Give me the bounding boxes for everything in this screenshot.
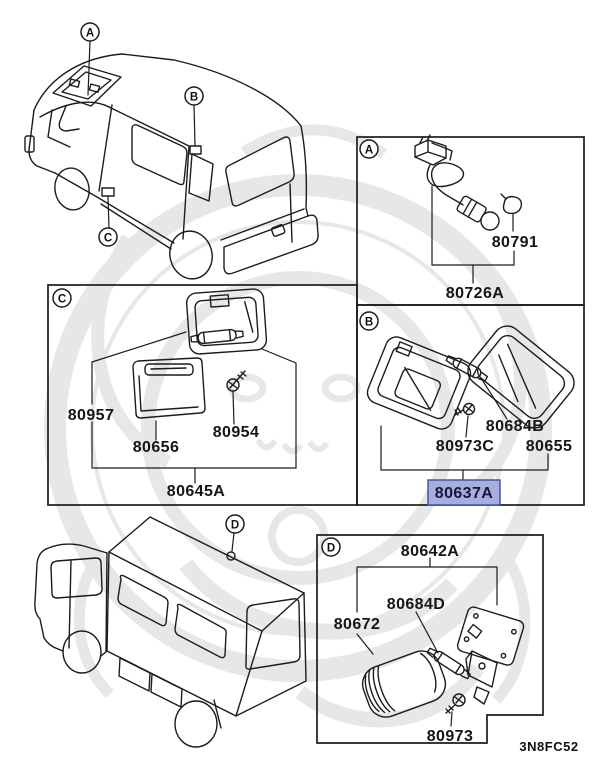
- van-callouts: A B C: [80, 22, 204, 247]
- van-illustration: [24, 53, 319, 280]
- van-callout-c-label: C: [104, 233, 112, 245]
- panel-c-label: C: [58, 294, 66, 306]
- panel-c-part-art: [132, 288, 268, 419]
- van-callout-b-label: B: [190, 92, 198, 104]
- van-callout-b-circle: [184, 86, 204, 106]
- part-label-80656: 80656: [133, 439, 180, 456]
- part-label-80642a: 80642A: [401, 543, 459, 560]
- panel-d-circle: [321, 537, 341, 557]
- panel-d: D: [316, 534, 544, 745]
- truck-callout-d-label: D: [231, 520, 239, 532]
- panel-b-label: B: [365, 317, 373, 329]
- part-label-80954: 80954: [213, 424, 260, 441]
- panel-c: C 80957 80656 80954: [47, 284, 358, 506]
- panel-b-circle: [359, 311, 379, 331]
- panel-a: A 80791 80726A: [356, 134, 585, 306]
- part-label-80645a: 80645A: [167, 483, 225, 500]
- van-callout-a-circle: [80, 22, 100, 42]
- panel-b: B 80684B: [356, 304, 585, 506]
- part-label-80655: 80655: [526, 438, 573, 455]
- part-label-80791: 80791: [492, 234, 539, 251]
- panel-d-part-art: [361, 606, 525, 718]
- truck-callout-d-circle: [225, 514, 245, 534]
- part-label-80684d: 80684D: [387, 596, 445, 613]
- part-label-80973: 80973: [427, 728, 474, 745]
- part-label-80973c: 80973C: [436, 438, 494, 455]
- panel-c-circle: [52, 288, 72, 308]
- panel-a-label: A: [365, 145, 373, 157]
- panel-b-part-art: [366, 325, 575, 430]
- van-callout-a-label: A: [86, 28, 94, 40]
- part-label-80957: 80957: [68, 407, 115, 424]
- panel-d-label: D: [327, 543, 335, 555]
- part-highlight-box[interactable]: [427, 479, 501, 506]
- part-label-80637a[interactable]: 80637A: [435, 485, 493, 502]
- diagram-code: 3N8FC52: [519, 739, 578, 754]
- part-label-80672: 80672: [334, 616, 381, 633]
- truck-illustration: [34, 516, 307, 748]
- truck-callouts: D: [225, 514, 245, 552]
- van-callout-c-circle: [98, 227, 118, 247]
- highlighted-part-link[interactable]: 80637A: [427, 479, 501, 506]
- part-label-80684b: 80684B: [486, 418, 544, 435]
- panel-a-circle: [359, 139, 379, 159]
- part-label-80726a: 80726A: [446, 285, 504, 302]
- panel-a-part-art: [414, 134, 523, 231]
